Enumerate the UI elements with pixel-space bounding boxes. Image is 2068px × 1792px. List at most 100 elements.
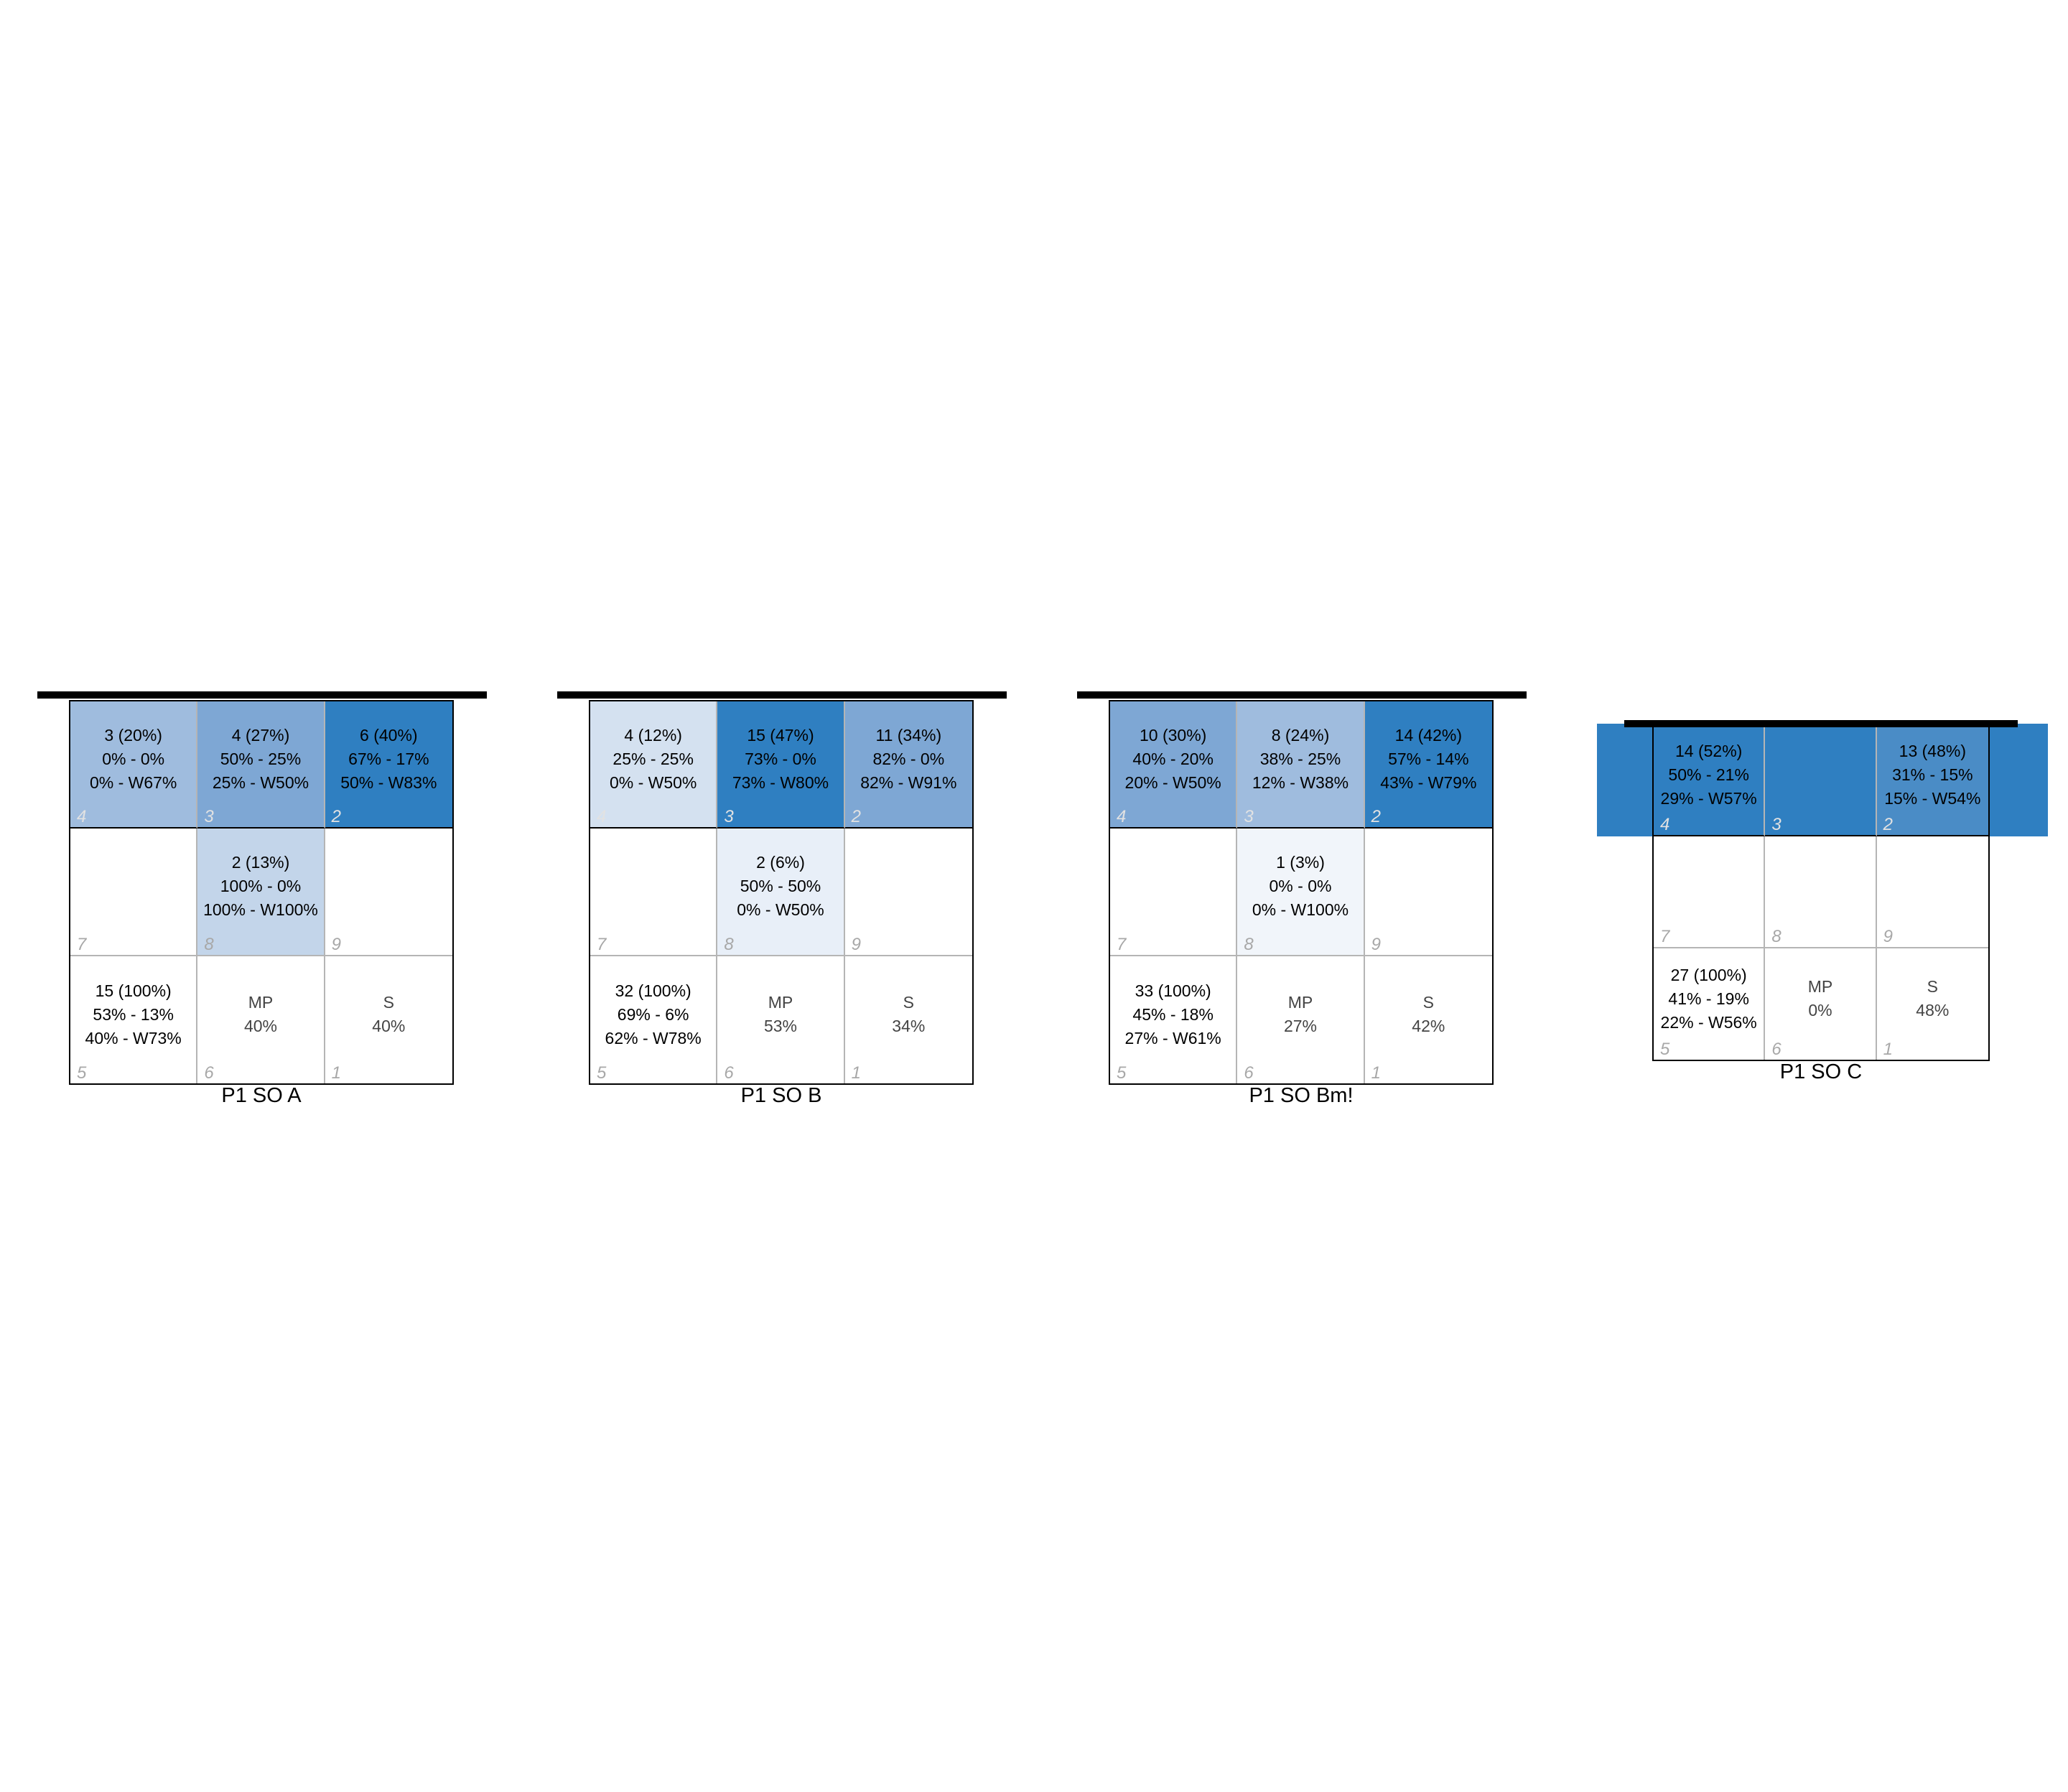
zone-stat-line: 2 (6%) xyxy=(756,853,805,872)
zone-stat-line: 15 (47%) xyxy=(747,726,814,745)
zone-number: 5 xyxy=(597,1063,607,1083)
zone-number: 2 xyxy=(331,807,342,827)
zone-number: 7 xyxy=(77,934,87,954)
zone-cell-4: 3 (20%)0% - 0%0% - W67%4 xyxy=(70,701,198,829)
zone-number: 1 xyxy=(1371,1063,1382,1083)
zone-stat-line: 10 (30%) xyxy=(1140,726,1207,745)
zone-number: 3 xyxy=(204,807,214,827)
zone-stat-line: 40% xyxy=(372,1017,406,1036)
zone-number: 8 xyxy=(204,934,214,954)
zone-cell-4: 4 (12%)25% - 25%0% - W50%4 xyxy=(590,701,718,829)
zone-cell-3: 15 (47%)73% - 0%73% - W80%3 xyxy=(717,701,845,829)
zone-stat-line: S xyxy=(903,993,914,1012)
zone-cell-2: 13 (48%)31% - 15%15% - W54%2 xyxy=(1876,725,1988,837)
zone-cell-2: 11 (34%)82% - 0%82% - W91%2 xyxy=(844,701,972,829)
zone-stat-line: 43% - W79% xyxy=(1380,773,1477,793)
zone-stat-line: 82% - 0% xyxy=(872,750,945,769)
zone-stat-line: 22% - W56% xyxy=(1660,1012,1757,1032)
zone-number: 7 xyxy=(1117,934,1127,954)
zone-number: 5 xyxy=(1660,1039,1670,1059)
zone-stat-line: S xyxy=(383,993,394,1012)
zone-cell-5: 27 (100%)41% - 19%22% - W56%5 xyxy=(1654,948,1766,1060)
zone-stat-line: MP xyxy=(248,993,274,1012)
zone-stat-line: 42% xyxy=(1412,1017,1445,1036)
zone-stat-line: 45% - 18% xyxy=(1132,1004,1214,1024)
zone-stat-line: 6 (40%) xyxy=(360,726,418,745)
zone-cell-2: 6 (40%)67% - 17%50% - W83%2 xyxy=(325,701,452,829)
zone-cell-8: 8 xyxy=(1765,836,1877,948)
zone-stat-line: 73% - 0% xyxy=(745,750,816,769)
zone-stat-line: 40% - W73% xyxy=(85,1028,182,1047)
zone-number: 8 xyxy=(1244,934,1254,954)
zone-stat-line: 11 (34%) xyxy=(875,726,942,745)
zone-cell-3: 8 (24%)38% - 25%12% - W38%3 xyxy=(1237,701,1365,829)
zone-number: 2 xyxy=(1883,815,1894,835)
zone-stat-line: 0% - 0% xyxy=(102,750,165,769)
zone-stat-line: 100% - W100% xyxy=(203,900,318,920)
zone-number: 1 xyxy=(331,1063,342,1083)
zone-stat-line: 27% - W61% xyxy=(1124,1028,1221,1047)
net-line xyxy=(1077,691,1527,699)
zone-cell-2: 14 (42%)57% - 14%43% - W79%2 xyxy=(1364,701,1492,829)
zone-stat-line: S xyxy=(1422,993,1434,1012)
zone-stat-line: MP xyxy=(1287,993,1313,1012)
zone-stat-line: 20% - W50% xyxy=(1124,773,1221,793)
zone-stat-line: 8 (24%) xyxy=(1271,726,1330,745)
diagram-title: P1 SO Bm! xyxy=(1249,1084,1354,1107)
zone-cell-7: 7 xyxy=(590,829,718,956)
zone-stat-line: 4 (27%) xyxy=(231,726,290,745)
zone-stat-line: 14 (52%) xyxy=(1675,742,1743,761)
zone-cell-7: 7 xyxy=(1654,836,1766,948)
zone-cell-8: 2 (13%)100% - 0%100% - W100%8 xyxy=(197,829,325,956)
zone-cell-9: 9 xyxy=(1364,829,1492,956)
zone-stat-line: 57% - 14% xyxy=(1388,750,1469,769)
zone-stat-line: 100% - 0% xyxy=(220,877,302,896)
zone-cell-9: 9 xyxy=(844,829,972,956)
zone-number: 1 xyxy=(851,1063,862,1083)
zone-number: 5 xyxy=(1117,1063,1127,1083)
zone-stat-line: S xyxy=(1927,977,1938,997)
zone-cell-9: 9 xyxy=(1876,836,1988,948)
zone-number: 2 xyxy=(1371,807,1382,827)
zone-stat-line: 40% xyxy=(243,1017,278,1036)
zone-cell-7: 7 xyxy=(1110,829,1238,956)
zone-number: 6 xyxy=(204,1063,214,1083)
zone-stat-line: 13 (48%) xyxy=(1899,742,1966,761)
zone-stat-line: 27% xyxy=(1283,1017,1318,1036)
zone-stat-line: 0% - W100% xyxy=(1252,900,1349,920)
zone-stat-line: 40% - 20% xyxy=(1132,750,1214,769)
zone-number: 6 xyxy=(724,1063,734,1083)
zone-cell-4: 10 (30%)40% - 20%20% - W50%4 xyxy=(1110,701,1238,829)
zone-number: 4 xyxy=(1660,815,1670,835)
zone-cell-5: 33 (100%) 45% - 18% 27% - W61% 5 xyxy=(1110,956,1238,1083)
zone-cell-8: 2 (6%)50% - 50%0% - W50%8 xyxy=(717,829,845,956)
zone-stat-line: MP xyxy=(1807,977,1833,997)
zone-stat-line: 0% - 0% xyxy=(1269,877,1332,896)
zone-number: 3 xyxy=(1771,815,1781,835)
zone-number: 9 xyxy=(1883,926,1894,946)
zone-stat-line: 69% - 6% xyxy=(617,1004,689,1024)
zone-stat-line: 25% - W50% xyxy=(212,773,309,793)
zone-number: 7 xyxy=(1660,926,1670,946)
zone-stat-line: 50% - W83% xyxy=(340,773,437,793)
zone-stat-line: 15% - W54% xyxy=(1884,789,1981,808)
zone-number: 1 xyxy=(1883,1039,1894,1059)
zone-stat-line: 12% - W38% xyxy=(1252,773,1349,793)
zone-cell-4: 14 (52%) 50% - 21% 29% - W57% 4 xyxy=(1654,725,1766,837)
zone-number: 9 xyxy=(851,934,862,954)
zone-cell-7: 7 xyxy=(70,829,198,956)
zone-stat-line: 25% - 25% xyxy=(613,750,694,769)
zone-number: 3 xyxy=(724,807,734,827)
zone-cell-3: 4 (27%)50% - 25%25% - W50%3 xyxy=(197,701,325,829)
zone-stat-line: 33 (100%) xyxy=(1135,981,1211,1000)
zone-stat-line: 29% - W57% xyxy=(1660,789,1757,808)
diagram-title: P1 SO C xyxy=(1779,1060,1863,1083)
net-line xyxy=(1624,720,2018,727)
zone-cell-5: 32 (100%)69% - 6%62% - W78%5 xyxy=(590,956,718,1083)
zone-stat-line: 50% - 21% xyxy=(1668,765,1749,785)
zone-number: 8 xyxy=(724,934,734,954)
